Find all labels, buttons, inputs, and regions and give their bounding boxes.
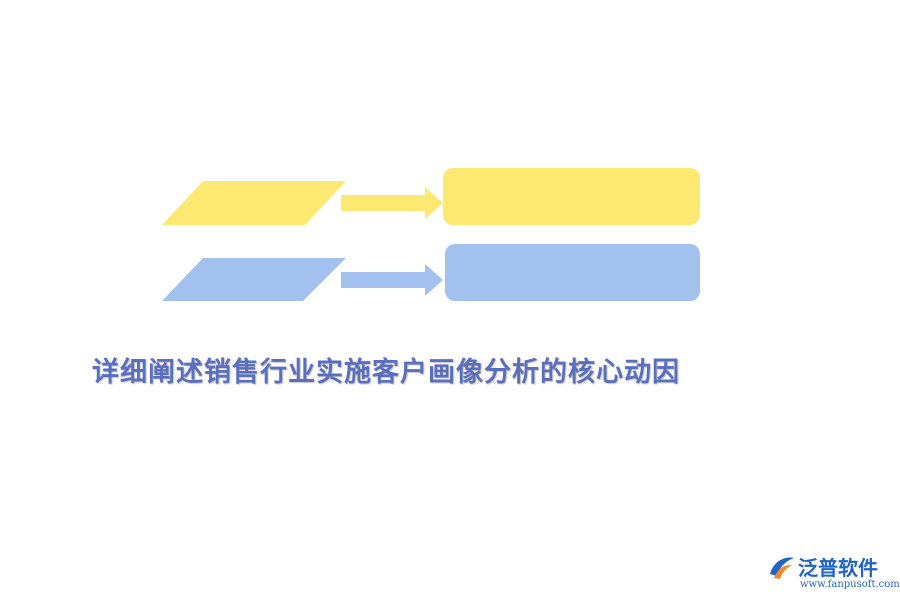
arrow-yellow [341,187,443,219]
arrow-blue [341,264,443,296]
brand-url: www.fanpusoft.com [800,579,900,590]
brand-logo: 泛普软件 www.fanpusoft.com [768,552,900,596]
fanpu-logo-icon [770,557,794,579]
brand-name: 泛普软件 [798,556,878,580]
parallelogram-blue [162,258,346,301]
parallelogram-yellow [162,181,346,225]
box-blue [445,244,700,301]
logo-swoosh-orange [774,565,792,579]
logo-swoosh-blue [770,557,794,576]
box-yellow [443,168,700,225]
page-title: 详细阐述销售行业实施客户画像分析的核心动因 [92,357,680,388]
